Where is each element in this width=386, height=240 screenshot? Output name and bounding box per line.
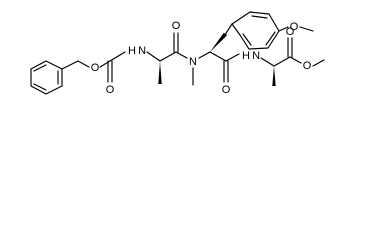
aryl-ring-bond	[231, 11, 251, 25]
methoxy-methyl-bond	[299, 26, 314, 32]
methoxy-oxygen: O	[290, 21, 299, 33]
n-methyl-group: N	[189, 51, 211, 86]
tyrosine-carbonyl-oxygen: O	[222, 84, 231, 96]
aryl-ring-bond	[268, 13, 280, 32]
carbamate-carbonyl-oxygen: O	[106, 84, 115, 96]
ch2-to-o-bond	[77, 60, 90, 68]
alpha-to-ester-carbonyl-bond	[273, 56, 291, 67]
chemical-structure: O O H N O N O	[30, 11, 325, 96]
aryl-ring-bond	[267, 30, 280, 49]
benzyl-ring	[30, 60, 63, 95]
nme-to-tyr-alpha-bond	[198, 51, 211, 59]
tyrosine-sidechain-wedge	[210, 32, 228, 52]
ester-methyl-bond	[312, 59, 325, 67]
aryl-ring-bond	[249, 11, 270, 15]
alpha-to-carbonyl-bond	[159, 51, 177, 62]
aryl-ring-bond	[248, 47, 269, 50]
aryl-inner-bond	[265, 31, 276, 46]
ester-carbonyl-oxygen: O	[286, 26, 295, 38]
carbamate-ether-oxygen: O	[91, 62, 100, 74]
amide-nitrogen: H N	[242, 50, 260, 62]
carbonyl-to-n-bond	[109, 51, 126, 62]
n-to-ester-alpha-bond	[260, 57, 275, 67]
ester-ether-oxygen: O	[303, 60, 312, 72]
ring-to-ch2-bond	[61, 60, 79, 70]
carbamate-nitrogen: H N	[128, 45, 146, 57]
aryl-inner-bond	[251, 15, 268, 19]
ch2-to-ring-bond	[224, 23, 233, 35]
aryl-inner-bond	[242, 33, 252, 46]
tyrosine-residue: O O H N	[209, 11, 314, 96]
alanine-residue-1: O	[146, 20, 188, 84]
ester-alanine-methyl-wedge	[272, 66, 276, 86]
structure-canvas: O O H N O N O	[30, 11, 325, 96]
tyr-carbonyl-to-n-bond	[225, 53, 240, 62]
aryl-to-o-bond	[278, 26, 289, 32]
aryl-ring-bond	[231, 23, 241, 36]
alanine-methyl-ester: O O	[260, 26, 325, 86]
n-methyl-nitrogen: N	[189, 56, 197, 68]
alanine-methyl-wedge	[158, 61, 162, 84]
alanine-carbonyl-oxygen: O	[172, 20, 181, 32]
carbamate-group: O O H N	[61, 45, 146, 96]
tyr-alpha-to-carbonyl-bond	[209, 51, 227, 62]
carbonyl-to-ester-o-bond	[289, 56, 302, 64]
n-to-alpha-bond	[146, 51, 161, 62]
carbonyl-to-nme-bond	[175, 51, 188, 59]
aryl-ring-bond	[239, 34, 250, 50]
